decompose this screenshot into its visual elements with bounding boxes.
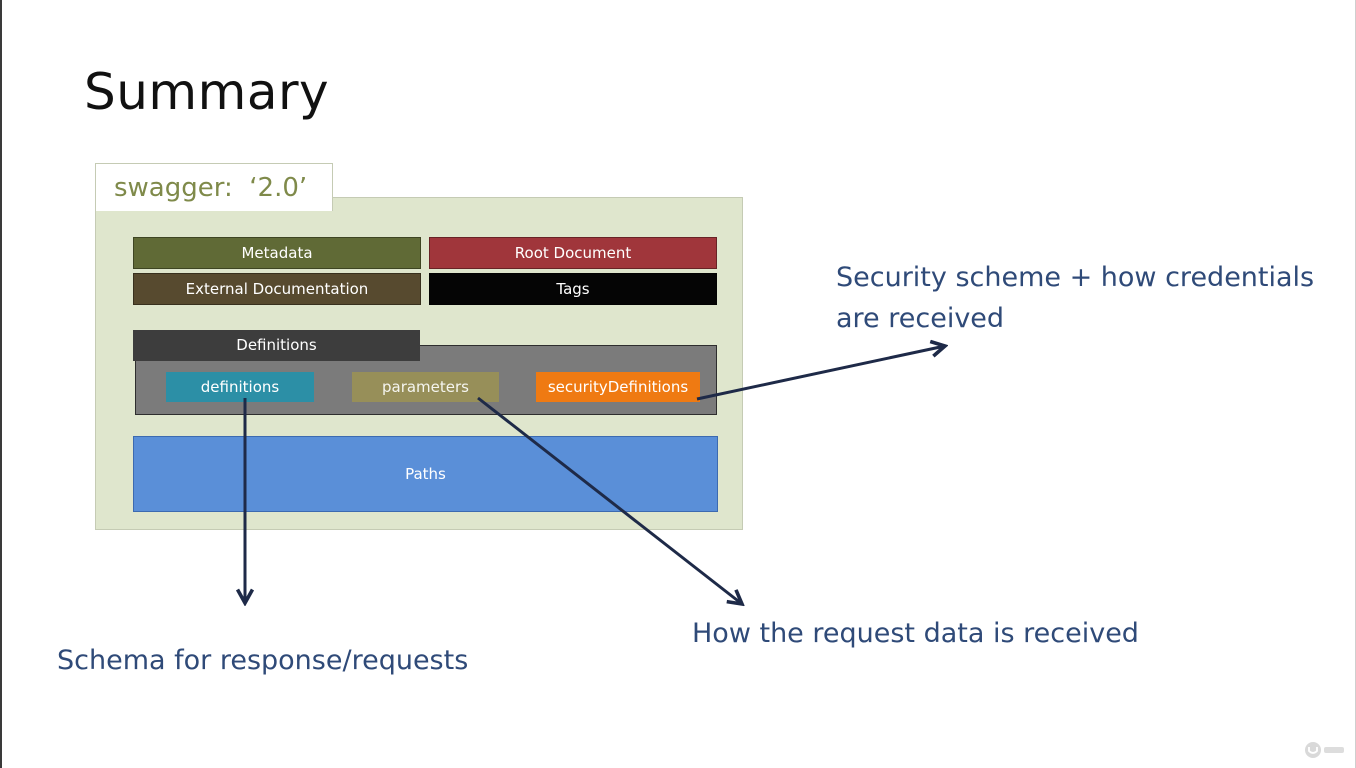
security-annotation: Security scheme + how credentials are re…	[836, 262, 1315, 334]
slide-title: Summary	[84, 63, 330, 121]
external-documentation-block: External Documentation	[133, 273, 421, 305]
paths-block: Paths	[133, 436, 718, 512]
tags-block: Tags	[429, 273, 717, 305]
left-frame-edge	[0, 0, 2, 768]
definitions-annotation: Schema for response/requests	[57, 645, 469, 676]
swagger-version-tab: swagger: ‘2.0’	[95, 163, 333, 211]
udemy-logo-icon	[1305, 742, 1344, 758]
definitions-header: Definitions	[133, 330, 420, 361]
security-definitions-chip: securityDefinitions	[536, 372, 700, 402]
parameters-chip: parameters	[352, 372, 499, 402]
definitions-chip: definitions	[166, 372, 314, 402]
metadata-block: Metadata	[133, 237, 421, 269]
parameters-annotation: How the request data is received	[692, 618, 1139, 649]
root-document-block: Root Document	[429, 237, 717, 269]
